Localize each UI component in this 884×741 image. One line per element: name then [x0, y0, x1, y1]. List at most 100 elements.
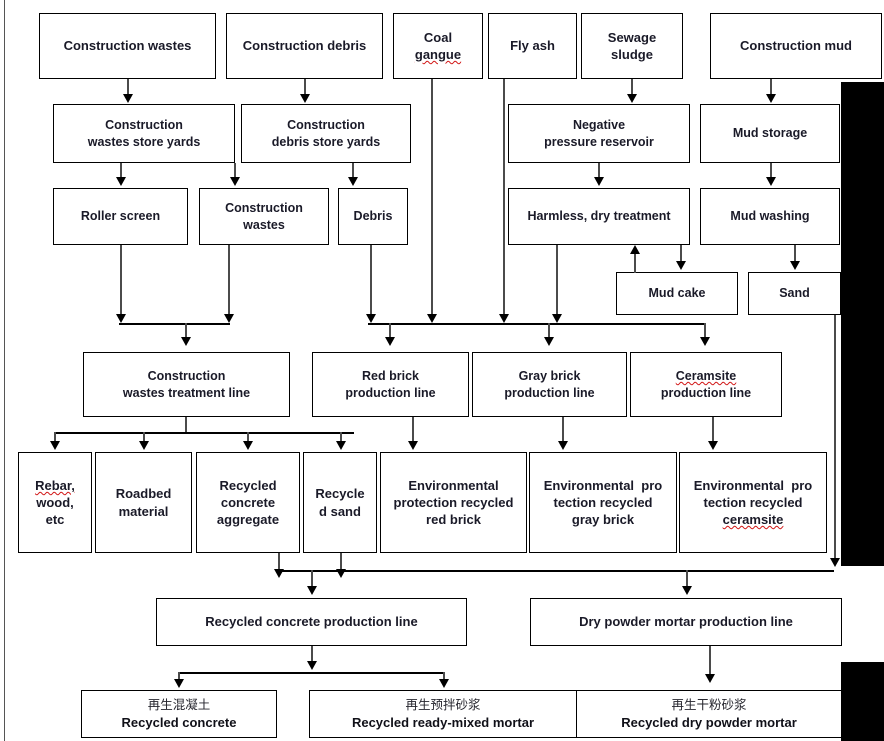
node-label-wrapper: Ceramsite production line [635, 368, 777, 401]
node-construction-debris-store-yards[interactable]: Construction debris store yards [241, 104, 411, 163]
node-label-line1: Gray brick [518, 369, 581, 383]
connector-storeyards-to-rollerscreen [120, 163, 122, 179]
connector-recycledconcreteline-stem [311, 646, 313, 663]
connector-mudstorage-to-mudwashing [770, 163, 772, 179]
arrowhead-busbar-to-redbrick [385, 337, 395, 346]
connector-sand-to-drypowderbus [834, 315, 836, 560]
node-environmental-protection-recycled-gray-brick[interactable]: Environmental pro tection recycled gray … [529, 452, 677, 553]
node-label-line1: Negative [572, 118, 626, 132]
node-rebar-wood-etc[interactable]: Rebar, wood, etc [18, 452, 92, 553]
node-recycled-ready-mixed-mortar[interactable]: 再生预拌砂浆 Recycled ready-mixed mortar [309, 690, 577, 738]
node-label: Mud washing [730, 209, 810, 224]
node-label: Debris [353, 209, 393, 224]
node-sand[interactable]: Sand [748, 272, 841, 315]
connector-wastesproc-down [228, 245, 230, 316]
connector-redbrickline-to-redbrick [412, 417, 414, 444]
connector-flyash-to-busbar [503, 79, 505, 316]
node-sewage-sludge[interactable]: Sewage sludge [581, 13, 683, 79]
connector-fanout-to-roadbed [143, 432, 145, 444]
node-label-line1: Construction [147, 369, 226, 383]
node-ceramsite-production-line[interactable]: Ceramsite production line [630, 352, 782, 417]
connector-mud-to-mudstorage [770, 79, 772, 96]
node-harmless-dry-treatment[interactable]: Harmless, dry treatment [508, 188, 690, 245]
node-label-wrapper: Construction wastes treatment line [88, 368, 285, 401]
node-dry-powder-mortar-production-line[interactable]: Dry powder mortar production line [530, 598, 842, 646]
node-label-line1: Rebar, [35, 477, 75, 493]
arrowhead-busbar-to-graybrick [544, 337, 554, 346]
node-mud-cake[interactable]: Mud cake [616, 272, 738, 315]
node-recycled-concrete-production-line[interactable]: Recycled concrete production line [156, 598, 467, 646]
node-label-line2: concrete [220, 494, 276, 510]
node-mud-washing[interactable]: Mud washing [700, 188, 840, 245]
node-label-line1: Ceramsite [675, 369, 737, 383]
node-label-chinese: 再生混凝土 [147, 698, 211, 713]
arrowhead-busbar-to-ceramsite [700, 337, 710, 346]
node-fly-ash[interactable]: Fly ash [488, 13, 577, 79]
node-label-line2: debris store yards [271, 134, 381, 149]
node-label-line1: Sewage [607, 29, 657, 45]
arrowhead-mergebar-to-drypowderline [682, 586, 692, 595]
node-label-line2: sludge [611, 47, 653, 62]
connector-reservoir-to-harmless [598, 163, 600, 179]
node-construction-wastes-treatment-line[interactable]: Construction wastes treatment line [83, 352, 290, 417]
node-label: Roller screen [80, 209, 161, 224]
node-label: Construction mud [740, 38, 852, 54]
arrowhead-rollerscreen-merge [116, 314, 126, 323]
node-negative-pressure-reservoir[interactable]: Negative pressure reservoir [508, 104, 690, 163]
node-label-wrapper: Environmental pro tection recycled ceram… [684, 477, 822, 528]
node-debris[interactable]: Debris [338, 188, 408, 245]
arrowhead-mergebar-to-recycledconcreteline [307, 586, 317, 595]
connector-debris-to-storeyards [304, 79, 306, 96]
node-label: Recycled concrete production line [205, 614, 418, 630]
node-construction-mud[interactable]: Construction mud [710, 13, 882, 79]
node-construction-wastes[interactable]: Construction wastes [39, 13, 216, 79]
connector-mudwashing-to-sand [794, 245, 796, 263]
node-coal-gangue[interactable]: Coal gangue [393, 13, 483, 79]
node-construction-debris[interactable]: Construction debris [226, 13, 383, 79]
node-label: Mud storage [732, 126, 808, 141]
arrowhead-storeyards-to-wastes [230, 177, 240, 186]
node-red-brick-production-line[interactable]: Red brick production line [312, 352, 469, 417]
node-roller-screen[interactable]: Roller screen [53, 188, 188, 245]
arrowhead-mudwashing-to-mudcake [676, 261, 686, 270]
node-mud-storage[interactable]: Mud storage [700, 104, 840, 163]
node-gray-brick-production-line[interactable]: Gray brick production line [472, 352, 627, 417]
node-label-wrapper: Environmental pro tection recycled gray … [534, 477, 672, 528]
arrowhead-sand-to-drypowderbus [830, 558, 840, 567]
node-label: Fly ash [510, 38, 555, 54]
node-label: Harmless, dry treatment [527, 209, 671, 224]
node-label-chinese: 再生预拌砂浆 [405, 698, 481, 713]
node-recycled-dry-powder-mortar[interactable]: 再生干粉砂浆 Recycled dry powder mortar [576, 690, 842, 738]
node-label-line2: gangue [414, 47, 462, 62]
node-label-line1: Recycled [219, 477, 277, 493]
node-label-line1: Environmental [543, 477, 635, 493]
arrowhead-fanout-to-recycledconcrete [174, 679, 184, 688]
node-recycled-concrete[interactable]: 再生混凝土 Recycled concrete [81, 690, 277, 738]
node-recycled-concrete-aggregate[interactable]: Recycled concrete aggregate [196, 452, 300, 553]
node-environmental-protection-recycled-red-brick[interactable]: Environmental protection recycled red br… [380, 452, 527, 553]
node-construction-wastes-store-yards[interactable]: Construction wastes store yards [53, 104, 235, 163]
arrowhead-storeyards-to-rollerscreen [116, 177, 126, 186]
connector-drypowderline-to-drypowdermortar [709, 646, 711, 676]
node-label: Construction wastes [63, 38, 192, 54]
connector-wastes-to-storeyards [127, 79, 129, 96]
node-label-line3: aggregate [216, 512, 280, 528]
connector-fanout-to-readymixedmortar [443, 672, 445, 682]
node-environmental-protection-recycled-ceramsite[interactable]: Environmental pro tection recycled ceram… [679, 452, 827, 553]
node-construction-wastes-processing[interactable]: Construction wastes [199, 188, 329, 245]
connector-mergebar-to-drypowderline [686, 570, 688, 588]
node-label-line2: d sand [319, 503, 361, 519]
node-roadbed-material[interactable]: Roadbed material [95, 452, 192, 553]
node-label: Mud cake [648, 286, 706, 301]
node-label-wrapper: Red brick production line [317, 368, 464, 401]
node-label-line3: ceramsite [722, 512, 784, 528]
node-label-line3: gray brick [571, 512, 635, 528]
node-recycled-sand[interactable]: Recycle d sand [303, 452, 377, 553]
node-label-english: Recycled dry powder mortar [621, 714, 797, 730]
connector-fanout-to-aggregate [247, 432, 249, 444]
arrowhead-mudcake-to-harmless [630, 245, 640, 254]
node-label-line2: tection recycled [553, 494, 653, 510]
page-left-rule [4, 0, 5, 741]
arrowhead-fanout-to-recycledsand [336, 441, 346, 450]
node-label-english: Recycled concrete [121, 714, 237, 730]
